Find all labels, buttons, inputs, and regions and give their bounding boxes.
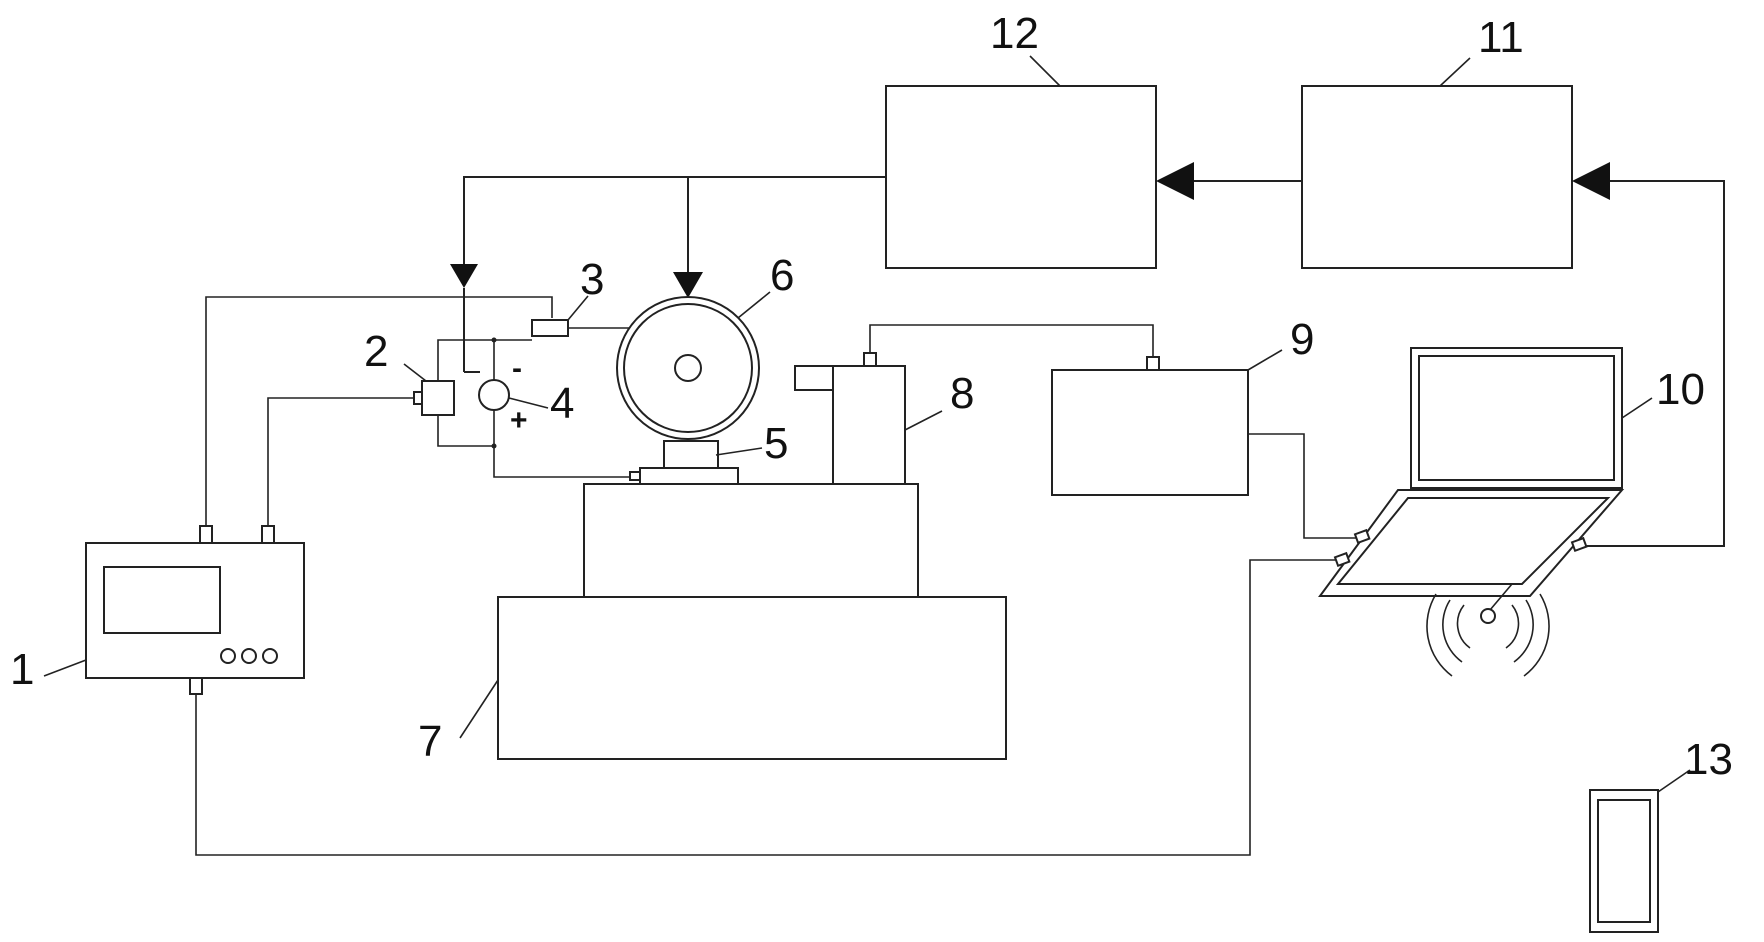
component-4-power-source: - + 4 (478, 352, 574, 437)
arrow-head-icon (450, 264, 478, 288)
label-5: 5 (764, 419, 788, 468)
label-11: 11 (1478, 13, 1524, 62)
component-1-controller: 1 (10, 525, 305, 695)
component-8-device: 8 (794, 352, 974, 485)
component-5-sensor: 5 (629, 419, 788, 486)
label-12: 12 (990, 9, 1039, 58)
signal-10-to-11 (1572, 162, 1725, 547)
arrow-head-icon (1572, 162, 1610, 200)
label-1: 1 (10, 645, 34, 694)
component-3-brush: 3 (531, 255, 674, 337)
controller-knob-icon (241, 648, 257, 664)
minus-sign: - (512, 352, 522, 385)
component-12-block: 12 (885, 9, 1157, 269)
component-6-wheel: 6 (616, 251, 794, 440)
arrow-head-icon (673, 272, 703, 298)
component-2-switch: 2 (364, 327, 455, 416)
label-3: 3 (580, 255, 604, 304)
label-4: 4 (550, 379, 574, 428)
controller-knob-icon (220, 648, 236, 664)
antenna-icon (1480, 608, 1496, 624)
arrow-head-icon (1156, 162, 1194, 200)
component-11-block: 11 (1301, 13, 1573, 269)
label-2: 2 (364, 327, 388, 376)
wire-9-to-10 (1248, 433, 1360, 539)
component-13-mobile-device: 13 (1589, 735, 1733, 933)
wire-1-to-2 (267, 397, 414, 526)
label-9: 9 (1290, 315, 1314, 364)
wireless-signal-icon (1456, 604, 1471, 649)
wire-8-to-9 (869, 324, 1154, 357)
label-7: 7 (418, 717, 442, 766)
signal-11-to-12 (1156, 162, 1302, 200)
wire-1-to-3 (205, 296, 553, 526)
component-7-base: 7 (418, 483, 1007, 766)
component-9-block: 9 (1051, 315, 1314, 496)
signal-12-to-4-and-6 (450, 176, 886, 373)
wire-1-to-10 (195, 559, 1340, 856)
power-circuit (437, 337, 640, 478)
controller-knob-icon (262, 648, 278, 664)
label-8: 8 (950, 369, 974, 418)
component-10-laptop: 10 (1318, 347, 1705, 677)
label-10: 10 (1656, 365, 1705, 414)
label-13: 13 (1684, 735, 1733, 784)
controller-screen (103, 566, 221, 634)
label-6: 6 (770, 251, 794, 300)
plus-sign: + (510, 404, 528, 437)
